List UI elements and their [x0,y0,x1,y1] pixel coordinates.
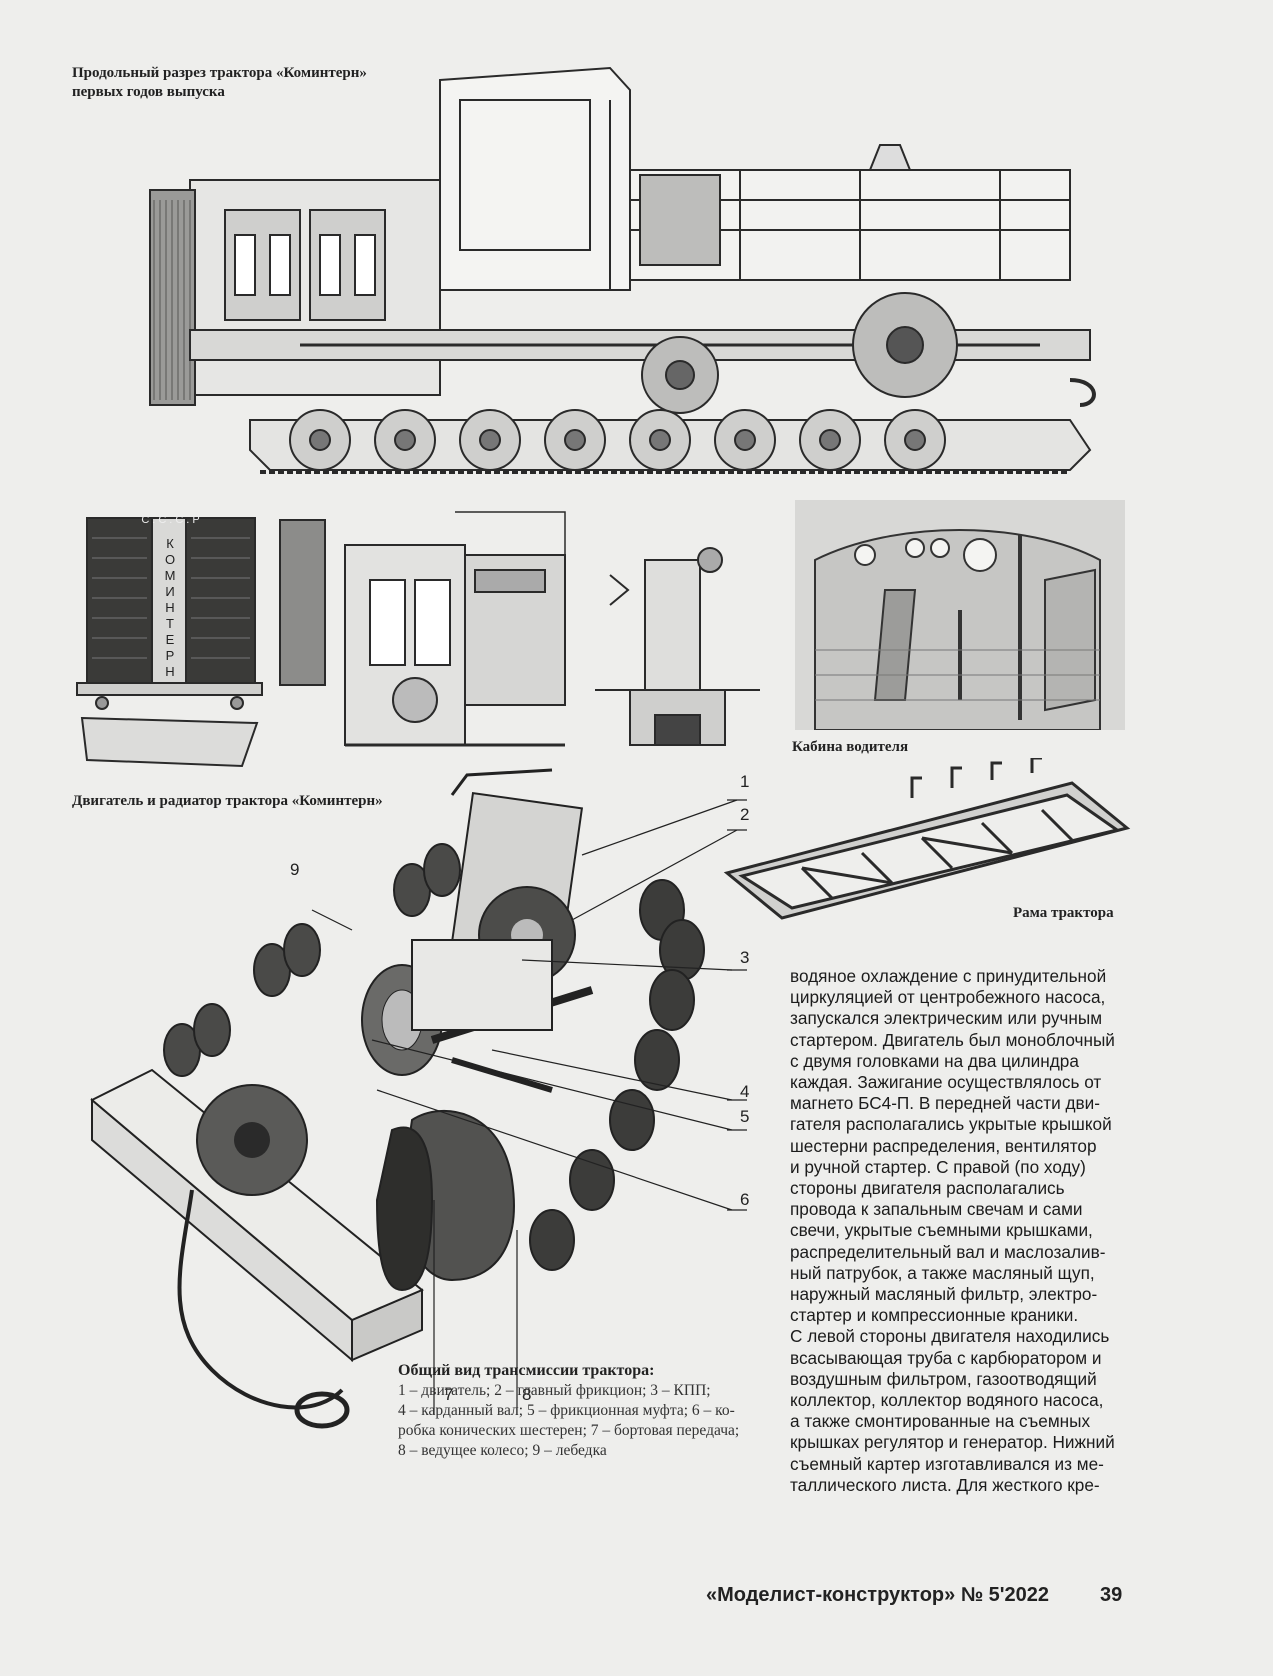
cabin-interior-figure [795,500,1125,730]
tractor-cross-section-figure [140,60,1100,510]
body-line: стартером. Двигатель был моноблочный [790,1029,1115,1050]
body-line: наружный масляный фильтр, электро- [790,1284,1098,1305]
body-line: шестерни распределения, вентилятор [790,1135,1097,1156]
radiator-front-drawing [76,517,263,768]
frame-caption: Рама трактора [1013,905,1114,921]
cross-section-caption: Продольный разрез трактора «Коминтерн» п… [72,64,367,102]
engine-side-figure [275,500,580,770]
body-line: съемный картер изготавливался из ме- [790,1453,1104,1474]
footer-page-number: 39 [1100,1584,1123,1606]
transmission-legend-line: робка конических шестерен; 7 – бортовая … [398,1422,740,1439]
body-line: стартер и компрессионные краники. [790,1305,1079,1326]
body-line: таллического листа. Для жесткого кре- [790,1474,1100,1495]
body-line: С левой стороны двигателя находились [790,1326,1110,1347]
callout-7: 7 [444,1385,454,1404]
cabin-interior-drawing [795,500,1125,730]
callout-8: 8 [522,1385,532,1404]
callout-6: 6 [740,1190,750,1209]
engine-radiator-caption: Двигатель и радиатор трактора «Коминтерн… [72,793,383,809]
body-line: всасывающая труба с карбюратором и [790,1347,1102,1368]
body-line: запускался электрическим или ручным [790,1008,1103,1029]
cabin-caption: Кабина водителя [792,739,909,755]
tractor-frame-figure [722,758,1132,948]
transmission-caption: Общий вид трансмиссии трактора: 1 – двиг… [398,1360,768,1461]
engine-front-drawing [595,547,760,746]
body-line: воздушным фильтром, газоотводящий [790,1368,1097,1389]
body-line: а также смонтированные на съемных [790,1411,1091,1432]
transmission-figure: 1 2 3 4 5 6 7 8 9 [72,760,762,1450]
cross-section-caption-line1: Продольный разрез трактора «Коминтерн» [72,65,367,81]
body-line: каждая. Зажигание осуществлялось от [790,1072,1102,1093]
body-line: распределительный вал и маслозалив- [790,1241,1106,1262]
callout-3: 3 [740,948,750,967]
transmission-legend-line: 8 – ведущее колесо; 9 – лебедка [398,1442,607,1459]
transmission-legend-line: 1 – двигатель; 2 – главный фрикцион; 3 –… [398,1382,711,1399]
transmission-legend-line: 4 – карданный вал; 5 – фрикционная муфта… [398,1402,735,1419]
tractor-frame-drawing [723,758,1131,920]
body-line: циркуляцией от центробежного насоса, [790,987,1106,1008]
body-line: магнето БС4-П. В передней части дви- [790,1093,1100,1114]
body-line: водяное охлаждение с принудительной [790,966,1107,986]
radiator-top-letters: С.С.С.Р [141,514,203,526]
radiator-front-figure: С.С.С.Р КОМИНТЕРН [72,498,267,778]
transmission-caption-title: Общий вид трансмиссии трактора: [398,1362,655,1379]
body-line: гателя располагались укрытые крышкой [790,1114,1112,1135]
tractor-cross-section-drawing [149,66,1096,474]
body-line: стороны двигателя располагались [790,1178,1065,1199]
article-body-column: водяное охлаждение с принудительной цирк… [790,966,1130,1496]
radiator-vertical-letters: КОМИНТЕРН [164,536,176,679]
body-line: провода к запальным свечам и сами [790,1199,1083,1220]
body-line: крышках регулятор и генератор. Нижний [790,1432,1115,1453]
footer-magazine-title: «Моделист-конструктор» № 5'2022 [706,1584,1050,1606]
callout-1: 1 [740,772,750,791]
callout-5: 5 [740,1107,750,1126]
transmission-drawing [90,768,747,1429]
callout-9: 9 [290,860,300,879]
engine-side-drawing [279,511,566,747]
body-line: ный патрубок, а также масляный щуп, [790,1262,1095,1283]
body-line: и ручной стартер. С правой (по ходу) [790,1156,1086,1177]
body-line: коллектор, коллектор водяного насоса, [790,1390,1104,1411]
body-line: свечи, укрытые съемными крышками, [790,1220,1093,1241]
engine-front-figure [590,520,765,770]
callout-4: 4 [740,1082,750,1101]
body-line: с двумя головками на два цилиндра [790,1050,1079,1071]
callout-2: 2 [740,805,750,824]
cross-section-caption-line2: первых годов выпуска [72,84,225,100]
